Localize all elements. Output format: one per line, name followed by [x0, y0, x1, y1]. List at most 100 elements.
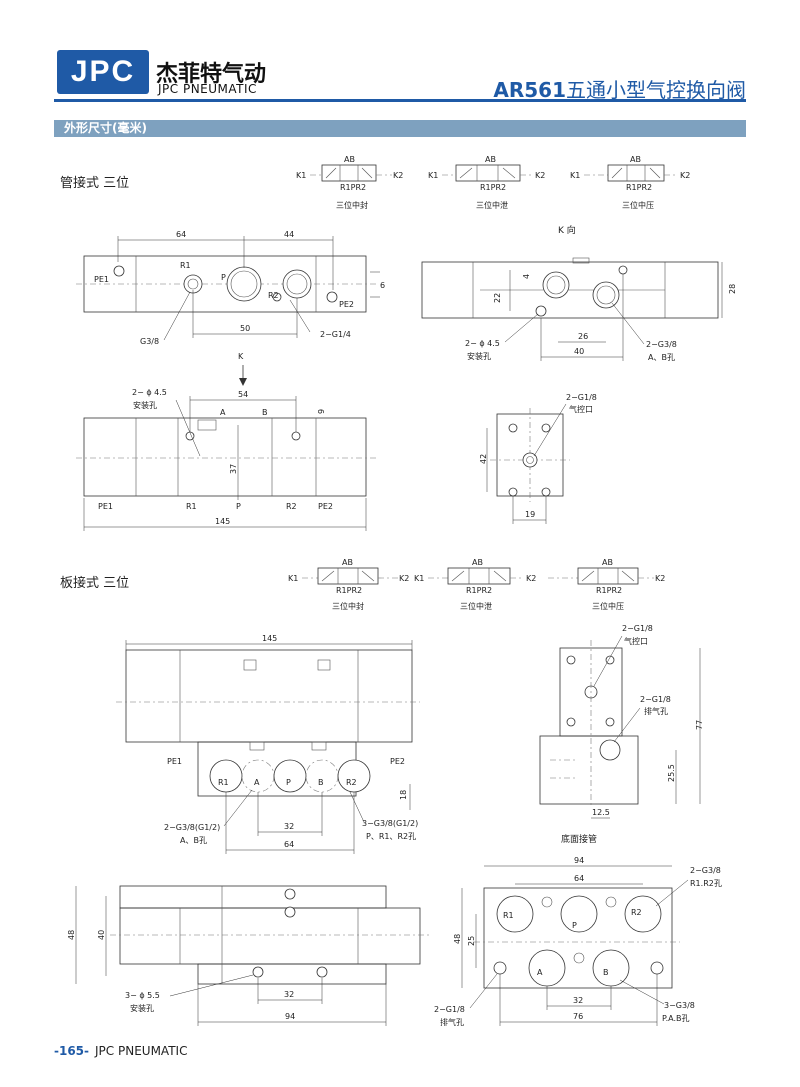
symbol-k1-label: K1: [414, 574, 424, 583]
label-p: P: [221, 273, 226, 282]
brand-name-cn: 杰菲特气动: [156, 62, 267, 87]
label-pe2: PE2: [318, 502, 333, 511]
label-pe1: PE1: [98, 502, 113, 511]
symbol-k2-label: K2: [655, 574, 665, 583]
dim-77: 77: [695, 720, 704, 730]
label-hole-note: 安装孔: [130, 1003, 154, 1013]
dim-64: 64: [574, 874, 584, 883]
symbol-top-ports: AB: [342, 558, 353, 567]
symbol-k2-label: K2: [535, 171, 545, 180]
dim-48: 48: [67, 930, 76, 940]
label-pe2: PE2: [390, 757, 405, 766]
symbol-caption: 三位中泄: [460, 601, 492, 611]
label-r1: R1: [186, 502, 197, 511]
plate-side-view: 77 25.5 12.5 2−G1/8 气控口 2−G1/8 排气孔: [539, 624, 704, 819]
label-p: P: [286, 778, 291, 787]
dim-32: 32: [284, 990, 294, 999]
section-title: 外形尺寸(毫米): [64, 121, 147, 135]
dim-42: 42: [479, 454, 488, 464]
label-g38b-note: P、R1、R2孔: [366, 832, 416, 841]
pipe-type-subtitle: 管接式 三位: [60, 176, 130, 191]
label-a: A: [537, 968, 543, 977]
symbol-caption: 三位中压: [622, 200, 654, 210]
symbol-caption: 三位中泄: [476, 200, 508, 210]
dim-64: 64: [284, 840, 294, 849]
pipe-symbol-2: K1 K2 AB R1PR2 三位中泄: [428, 155, 545, 210]
symbol-bottom-ports: R1PR2: [466, 586, 492, 595]
logo-text: JPC: [70, 55, 136, 88]
dim-64: 64: [176, 230, 186, 239]
label-g38a-note: R1.R2孔: [690, 879, 722, 888]
label-g38b: 3−G3/8(G1/2): [362, 819, 418, 828]
dim-94: 94: [285, 1012, 295, 1021]
dim-22: 22: [493, 293, 502, 303]
symbol-k2-label: K2: [393, 171, 403, 180]
dim-4: 4: [522, 274, 531, 279]
symbol-top-ports: AB: [630, 155, 641, 164]
dim-18: 18: [399, 790, 408, 800]
label-g38b-note: P.A.B孔: [662, 1014, 689, 1023]
symbol-top-ports: AB: [485, 155, 496, 164]
label-hole: 2− ϕ 4.5: [132, 388, 167, 397]
pipe-end-view: 42 19 2−G1/8 气控口: [479, 393, 597, 524]
plate-symbol-1: K1 K2 AB R1PR2 三位中封: [288, 558, 409, 611]
symbol-k2-label: K2: [680, 171, 690, 180]
symbol-top-ports: AB: [472, 558, 483, 567]
dim-25-5: 25.5: [667, 764, 676, 782]
dim-26: 26: [578, 332, 588, 341]
symbol-caption: 三位中封: [336, 200, 368, 210]
label-r1: R1: [180, 261, 191, 270]
symbol-bottom-ports: R1PR2: [336, 586, 362, 595]
pipe-symbol-1: K1 K2 AB R1PR2 三位中封: [296, 155, 403, 210]
title-divider: [54, 99, 746, 102]
label-p: P: [572, 921, 577, 930]
symbol-caption: 三位中封: [332, 601, 364, 611]
plate-type-subtitle: 板接式 三位: [60, 576, 130, 591]
label-hole-note: 安装孔: [133, 400, 157, 410]
label-g18a-note: 气控口: [624, 636, 648, 646]
label-r2: R2: [268, 291, 279, 300]
label-g38-note: A、B孔: [648, 353, 675, 362]
dim-94: 94: [574, 856, 584, 865]
dim-145: 145: [215, 517, 230, 526]
dim-9: 9: [317, 409, 326, 414]
symbol-bottom-ports: R1PR2: [626, 183, 652, 192]
label-r1: R1: [218, 778, 229, 787]
k-arrow-icon: [239, 378, 247, 386]
label-r2: R2: [631, 908, 642, 917]
symbol-k1-label: K1: [296, 171, 306, 180]
label-g38b: 3−G3/8: [664, 1001, 695, 1010]
label-g18a: 2−G1/8: [622, 624, 653, 633]
label-b: B: [318, 778, 324, 787]
label-a: A: [254, 778, 260, 787]
dim-54: 54: [238, 390, 248, 399]
symbol-bottom-ports: R1PR2: [596, 586, 622, 595]
dim-28: 28: [728, 284, 737, 294]
symbol-k2-label: K2: [399, 574, 409, 583]
bottom-view-title: 底面接管: [561, 833, 597, 845]
label-hole-note: 安装孔: [467, 351, 491, 361]
brand-name-en: JPC PNEUMATIC: [158, 82, 257, 96]
label-g18b: 2−G1/8: [640, 695, 671, 704]
page-number: -165-: [54, 1044, 90, 1058]
label-g18b-note: 排气孔: [644, 706, 668, 716]
plate-symbol-2: K1 K2 AB R1PR2 三位中泄: [414, 558, 536, 611]
dim-40: 40: [97, 930, 106, 940]
label-2-g1-4: 2−G1/4: [320, 330, 351, 339]
plate-bottom-view: 底面接管 94 64 R1 P R2 A B 48 25 32 76 2−G3/…: [434, 833, 722, 1027]
symbol-top-ports: AB: [602, 558, 613, 567]
symbol-k1-label: K1: [428, 171, 438, 180]
label-g38: 2−G3/8(G1/2): [164, 823, 220, 832]
symbol-k1-label: K1: [570, 171, 580, 180]
label-g18: 2−G1/8: [566, 393, 597, 402]
plate-plan-view: 48 40 32 94 3− ϕ 5.5 安装孔: [67, 885, 430, 1026]
pipe-symbol-3: K1 K2 AB R1PR2 三位中压: [570, 155, 690, 210]
company-logo: JPC: [57, 50, 149, 94]
dim-48: 48: [453, 934, 462, 944]
symbol-bottom-ports: R1PR2: [340, 183, 366, 192]
label-b: B: [262, 408, 268, 417]
label-hole: 2− ϕ 4.5: [465, 339, 500, 348]
label-p: P: [236, 502, 241, 511]
symbol-k2-label: K2: [526, 574, 536, 583]
